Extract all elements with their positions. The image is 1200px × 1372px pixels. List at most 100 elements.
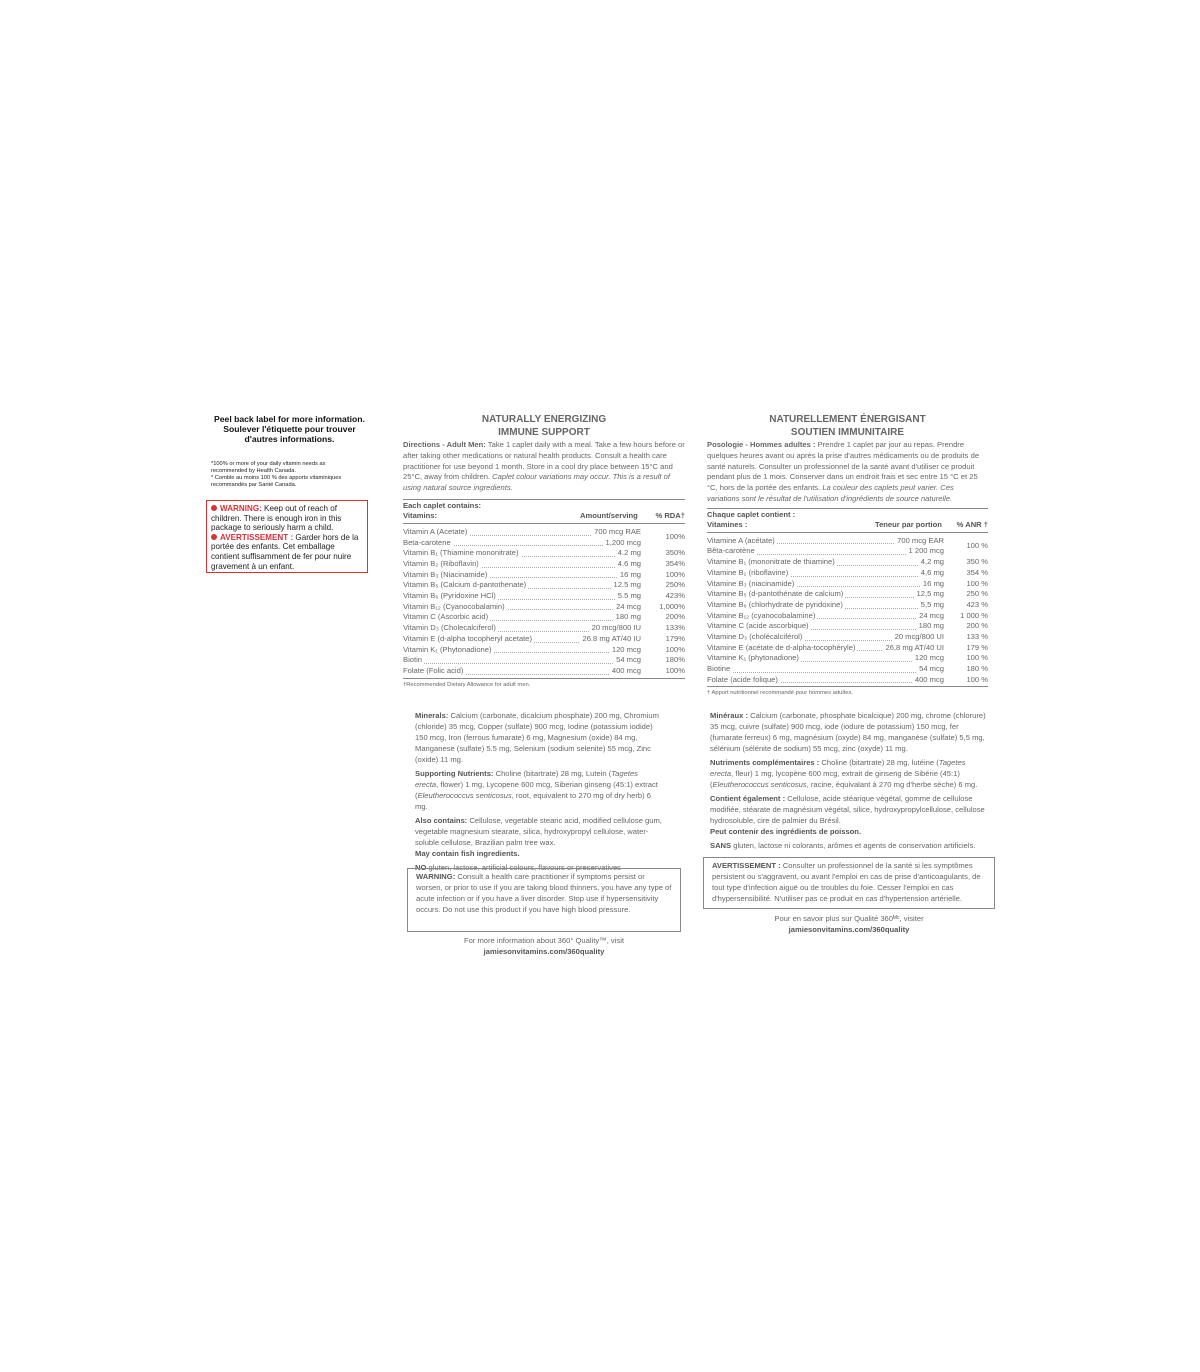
english-more-info: For more information about 360° Quality™… <box>407 935 681 957</box>
vitamin-amount: 5,5 mg <box>918 599 944 611</box>
vitamin-name: Vitamin C (Ascorbic acid) <box>403 612 491 624</box>
leader-dots <box>707 628 944 630</box>
vitamin-amount: 180 mg <box>916 621 944 632</box>
fish-notice: Peut contenir des ingrédients de poisson… <box>710 827 862 836</box>
col-teneur: Teneur par portion <box>875 519 942 529</box>
free-of: SANS gluten, lactose ni colorants, arôme… <box>710 841 976 850</box>
vitamin-name: Biotin <box>403 655 424 666</box>
warning-fr: AVERTISSEMENT : Garder hors de la portée… <box>211 533 365 571</box>
leader-dots <box>707 575 944 577</box>
vitamin-name: Vitamine B₃ (niacinamide) <box>707 578 797 590</box>
supporting-nutrients: Supporting Nutrients: Choline (bitartrat… <box>415 769 658 811</box>
english-ingredients: Minerals: Calcium (carbonate, dicalcium … <box>415 710 663 876</box>
leader-dots <box>403 566 641 568</box>
vitamin-percent: 1,000% <box>659 601 685 611</box>
leader-dots <box>403 630 641 632</box>
warning-text: Consult a health care practitioner if sy… <box>416 872 672 914</box>
vitamin-percent: 250% <box>665 580 685 590</box>
vitamin-percent: 250 % <box>966 589 988 599</box>
col-vitamins: Vitamins: <box>403 510 438 520</box>
leader-dots <box>403 556 641 558</box>
vitamin-percent: 354 % <box>966 567 988 577</box>
leader-dots <box>403 598 641 600</box>
warning-en-text: Keep out of reach of children. There is … <box>211 504 342 533</box>
french-warning-box: AVERTISSEMENT : Consulter un professionn… <box>703 857 995 909</box>
vitamin-amount: 400 mcg <box>912 674 944 686</box>
vitamin-name: Vitamin B₅ (Calcium d-pantothenate) <box>403 580 529 592</box>
vitamin-percent: 423% <box>665 591 685 601</box>
rda-footnote: †Recommended Dietary Allowance for adult… <box>403 681 531 688</box>
directions-text: Take 1 caplet daily with a meal. Take a … <box>403 440 685 482</box>
vitamin-amount: 1,200 mcg <box>603 537 641 549</box>
vitamin-amount: 26.8 mg AT/40 IU <box>580 633 641 645</box>
directions-italic: Caplet colour variations may occur. This… <box>403 472 670 493</box>
vitamin-percent: 179 % <box>966 642 988 652</box>
vitamin-amount: 12.5 mg <box>611 580 641 592</box>
vitamin-percent: 100 % <box>966 653 988 663</box>
vitamin-amount: 4,2 mg <box>918 557 944 568</box>
leader-dots <box>403 620 641 622</box>
more-info-line: Pour en savoir plus sur Qualité 360ᴹᶜ, v… <box>774 914 924 923</box>
vitamin-name: Vitamin B₆ (Pyridoxine HCl) <box>403 591 498 602</box>
more-info-url: jamiesonvitamins.com/360quality <box>788 925 910 934</box>
leader-dots <box>403 652 641 654</box>
vitamin-amount: 120 mcg <box>912 653 944 665</box>
leader-dots <box>707 543 944 545</box>
leader-dots <box>403 673 641 675</box>
vitamin-amount: 54 mcg <box>614 655 641 666</box>
vitamin-percent: 200% <box>665 612 685 622</box>
leader-dots <box>707 618 944 620</box>
daily-value-notes: *100% or more of your daily vitamin need… <box>211 461 373 489</box>
leader-dots <box>707 554 944 556</box>
vitamin-name: Bêta-carotène <box>707 546 757 558</box>
vitamin-percent: 100% <box>665 665 685 675</box>
vitamin-name: Vitamine D₃ (cholécalciférol) <box>707 631 805 643</box>
warning-en: WARNING: Keep out of reach of children. … <box>211 504 365 533</box>
leader-dots <box>403 577 641 579</box>
vitamin-name: Vitamin B₂ (Riboflavin) <box>403 559 481 570</box>
leader-dots <box>707 661 944 663</box>
vitamin-name: Vitamine B₅ (d-pantothénate de calcium) <box>707 589 846 600</box>
peel-line: d'autres informations. <box>244 434 335 444</box>
french-ingredients: Minéraux : Calcium (carbonate, phosphate… <box>710 710 988 854</box>
vitamin-name: Vitamine E (acétate de d-alpha-tocophéry… <box>707 642 858 654</box>
leader-dots <box>403 662 641 664</box>
vitamin-amount: 24 mcg <box>917 610 944 622</box>
dv-note: *100% or more of your daily vitamin need… <box>211 461 326 467</box>
vitamin-amount: 4,6 mg <box>918 567 944 579</box>
vitamin-amount: 12,5 mg <box>914 589 944 600</box>
vitamin-name: Folate (acide folique) <box>707 674 780 686</box>
vitamin-percent: 100 % <box>966 578 988 588</box>
table-title: Each caplet contains: <box>403 500 482 510</box>
dv-note: recommended by Health Canada. <box>211 468 297 474</box>
vitamin-name: Biotine <box>707 664 733 675</box>
vitamin-amount: 16 mg <box>617 569 641 581</box>
vitamin-percent: 100% <box>665 569 685 579</box>
peel-line: Peel back label for more information. <box>214 414 365 424</box>
warning-en-label: WARNING: <box>220 504 262 513</box>
vitamin-name: Vitamin K₁ (Phytonadione) <box>403 644 494 656</box>
english-title: NATURALLY ENERGIZING IMMUNE SUPPORT <box>403 414 685 439</box>
free-of: NO gluten, lactose, artificial colours, … <box>415 863 621 872</box>
supporting-nutrients: Nutriments complémentaires : Choline (bi… <box>710 758 978 789</box>
vitamin-name: Vitamine B₁₂ (cyanocobalamine) <box>707 610 818 622</box>
leader-dots <box>707 586 944 588</box>
vitamin-name: Beta-carotene <box>403 537 453 549</box>
directions-italic: La couleur des caplets peut varier. Ces … <box>707 483 954 503</box>
vitamin-name: Vitamin A (Acetate) <box>403 526 470 538</box>
directions-label: Posologie - Hommes adultes : <box>707 440 816 449</box>
vitamin-name: Vitamin D₃ (Cholecalciferol) <box>403 623 498 634</box>
title-line: NATURALLY ENERGIZING <box>481 414 607 425</box>
vitamin-percent: 100% <box>665 644 685 654</box>
